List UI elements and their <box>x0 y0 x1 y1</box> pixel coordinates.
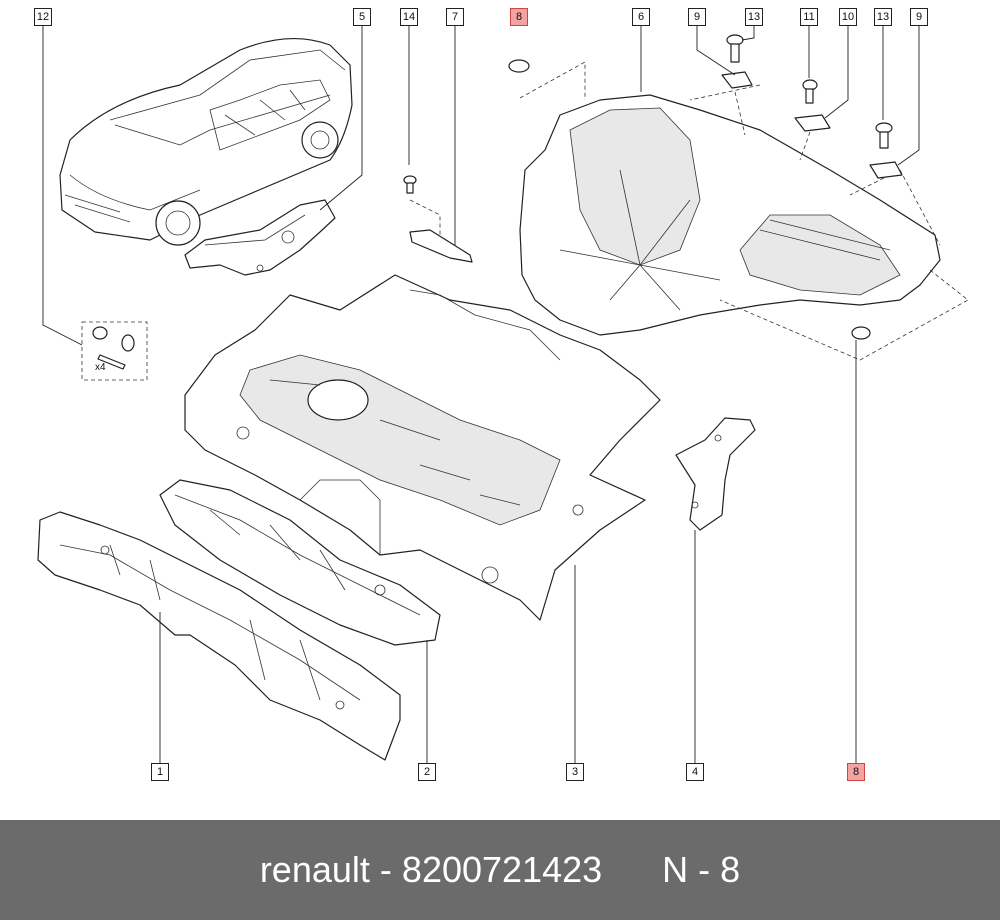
callout-11: 11 <box>800 8 818 26</box>
part-6-spare-wheel-well <box>519 61 969 361</box>
footer-brand: renault <box>259 849 370 890</box>
footer-part-number: 8200721423 <box>401 849 603 890</box>
part-2-cross-member <box>159 479 441 646</box>
car-thumbnail <box>59 38 353 246</box>
callout-13-left: 13 <box>745 8 763 26</box>
callout-14: 14 <box>400 8 418 26</box>
footer-banner: renault - 8200721423 N - 8 <box>0 820 1000 920</box>
callout-12: 12 <box>34 8 52 26</box>
part-3-rear-floor-panel <box>184 274 661 621</box>
callout-1: 1 <box>151 763 169 781</box>
callout-5: 5 <box>353 8 371 26</box>
part-1-front-member <box>37 511 401 761</box>
callout-9-right: 9 <box>910 8 928 26</box>
callout-8-top: 8 <box>510 8 528 26</box>
part-5-bracket <box>184 199 336 276</box>
callout-6: 6 <box>632 8 650 26</box>
kit-quantity-label: x4 <box>95 362 106 373</box>
callout-10: 10 <box>839 8 857 26</box>
part-14-bolt <box>403 175 417 194</box>
callout-8-bottom: 8 <box>847 763 865 781</box>
callout-7: 7 <box>446 8 464 26</box>
part-8-plug-top <box>508 59 530 73</box>
callout-13-right: 13 <box>874 8 892 26</box>
fasteners-9-10-11-13 <box>689 34 941 246</box>
part-7-bracket <box>409 199 473 263</box>
callout-2: 2 <box>418 763 436 781</box>
callout-9-left: 9 <box>688 8 706 26</box>
callout-4: 4 <box>686 763 704 781</box>
part-12-fastener-kit <box>81 321 148 381</box>
callout-3: 3 <box>566 763 584 781</box>
parts-diagram <box>37 25 969 763</box>
part-4-side-bracket <box>675 417 756 531</box>
footer-separator: - <box>379 849 392 890</box>
leader-lines <box>42 25 920 763</box>
footer-position-label: N - 8 <box>662 849 741 890</box>
part-8-plug-bottom <box>851 326 871 340</box>
